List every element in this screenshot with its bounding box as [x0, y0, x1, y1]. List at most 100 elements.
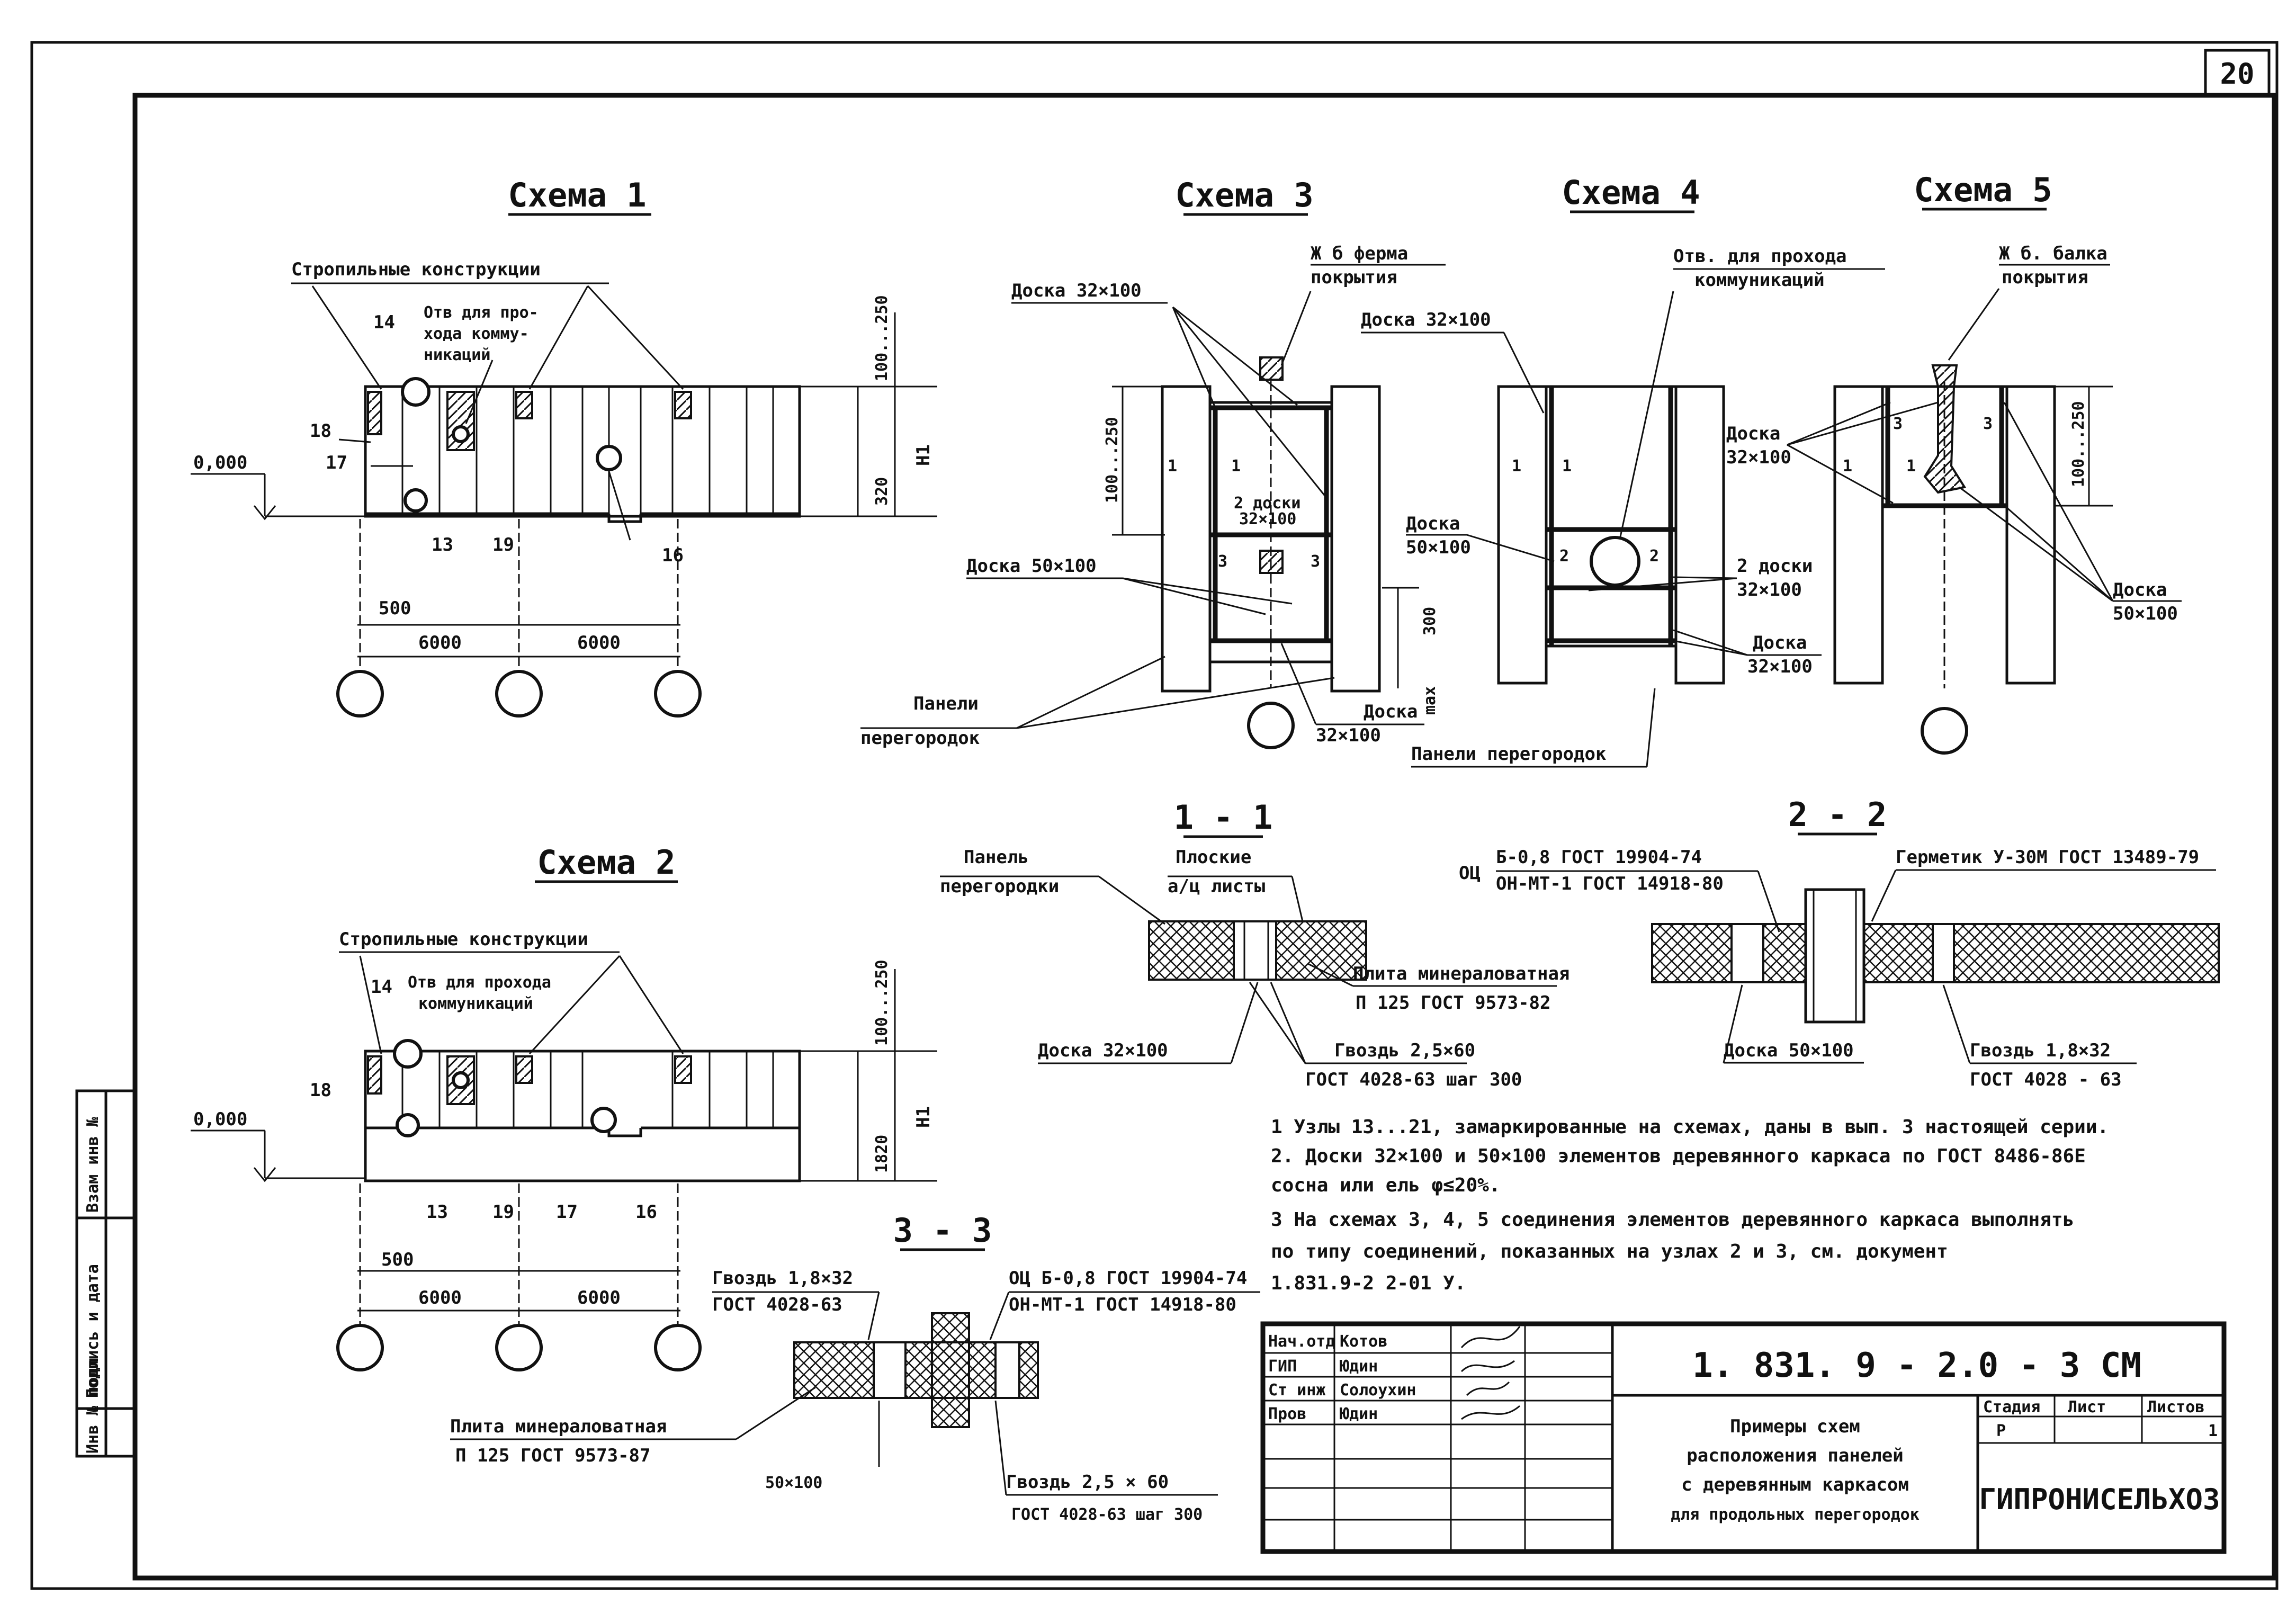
- signature-1: [1460, 1326, 1521, 1348]
- scheme-4-hole-1: Отв. для прохода: [1673, 246, 1847, 267]
- section-1-1-nail-2: ГОСТ 4028-63 шаг 300: [1305, 1069, 1522, 1090]
- scheme-2-node-14: 14: [371, 976, 392, 998]
- section-1-1-sheets-2: а/ц листы: [1168, 876, 1265, 897]
- signature-4: [1461, 1405, 1520, 1420]
- scheme-5-board-top-1: Доска: [1726, 423, 1780, 444]
- section-1-1-sheets-1: Плоские: [1176, 847, 1251, 868]
- stamp-replace: Взам инв №: [84, 1116, 102, 1213]
- scheme-4-board-mid-2: 32×100: [1737, 579, 1802, 600]
- section-1-1-panel-1: Панель: [964, 847, 1029, 868]
- tb-role-2: ГИП: [1268, 1357, 1297, 1376]
- scheme-1-node-14: 14: [373, 312, 395, 333]
- scheme-3-board-top: Доска 32×100: [1011, 280, 1142, 301]
- tb-name-3: Солоухин: [1340, 1381, 1416, 1400]
- axis-marker: [495, 1324, 543, 1371]
- scheme-1-dim-h: H1: [913, 444, 934, 466]
- scheme-2-roof-label: Стропильные конструкции: [339, 929, 588, 950]
- axis-marker: [654, 670, 702, 718]
- note-3: 3 На схемах 3, 4, 5 соединения элементов…: [1271, 1209, 2074, 1231]
- scheme-2-node-13: 13: [426, 1201, 448, 1223]
- scheme-5-board-bottom-1: Доска: [2113, 579, 2167, 600]
- scheme-3-board-bottom-2: 32×100: [1316, 725, 1381, 746]
- scheme-2: Схема 2 Стропильные конструкции Отв для …: [191, 843, 937, 1371]
- scheme-5-beam-2: покрытия: [2002, 267, 2088, 288]
- scheme-2-hole-label-2: коммуникаций: [418, 994, 533, 1013]
- axis-marker: [1247, 702, 1295, 749]
- scheme-3-board-mid-2: 32×100: [1239, 510, 1296, 528]
- stamp-inventory: Инв № подл: [84, 1358, 102, 1454]
- scheme-1-node-19: 19: [492, 534, 514, 555]
- notes: 1 Узлы 13...21, замаркированные на схема…: [1271, 1116, 2109, 1294]
- scheme-5-cut-1a: 1: [1843, 457, 1852, 476]
- scheme-1-roof-label: Стропильные конструкции: [291, 259, 541, 280]
- scheme-5-dim-top: 100...250: [2069, 401, 2088, 487]
- section-3-3-wool-1: Плита минераловатная: [450, 1416, 667, 1437]
- outer-frame: [30, 41, 2279, 1590]
- scheme-1-hole-label-3: никаций: [424, 346, 490, 364]
- scheme-3-cut-1a: 1: [1168, 457, 1177, 476]
- scheme-4-title: Схема 4: [1562, 173, 1700, 212]
- scheme-5-board-top-2: 32×100: [1726, 447, 1791, 468]
- tb-name-2: Юдин: [1340, 1357, 1378, 1376]
- scheme-4-panels: Панели перегородок: [1411, 743, 1606, 765]
- scheme-3-cut-1b: 1: [1231, 457, 1241, 476]
- tb-desc-1: Примеры схем: [1730, 1416, 1860, 1437]
- scheme-2-span-1: 6000: [418, 1287, 462, 1308]
- scheme-3-panels-1: Панели: [913, 693, 979, 714]
- section-2-2-title: 2 - 2: [1788, 795, 1887, 834]
- scheme-5-cut-1b: 1: [1906, 457, 1916, 476]
- scheme-1-span-2: 6000: [577, 632, 621, 653]
- scheme-3-dim-max: max: [1421, 686, 1439, 715]
- tb-head-stage: Стадия: [1983, 1398, 2040, 1416]
- scheme-2-node-18: 18: [310, 1080, 331, 1101]
- note-3-doc: 1.831.9-2 2-01 У.: [1271, 1272, 1466, 1294]
- note-3-cont: по типу соединений, показанных на узлах …: [1271, 1241, 1948, 1262]
- section-3-3-paint-2: ОН-МТ-1 ГОСТ 14918-80: [1009, 1294, 1236, 1315]
- section-1-1-wool-2: П 125 ГОСТ 9573-82: [1356, 992, 1550, 1014]
- scheme-5-beam-1: Ж б. балка: [1999, 243, 2107, 264]
- note-1: 1 Узлы 13...21, замаркированные на схема…: [1271, 1116, 2109, 1138]
- document-code: 1. 831. 9 - 2.0 - 3 СМ: [1692, 1346, 2141, 1385]
- axis-marker: [1921, 707, 1968, 755]
- section-1-1-panel-2: перегородки: [940, 876, 1059, 897]
- tb-desc-4: для продольных перегородок: [1671, 1505, 1920, 1524]
- scheme-5: Схема 5 Ж б. балка покрытия 3 1 1 3 Доск…: [1726, 171, 2182, 755]
- scheme-5-cut-3b: 3: [1983, 415, 1993, 433]
- section-2-2-paint-prefix: ОЦ: [1459, 863, 1481, 884]
- scheme-5-board-bottom-2: 50×100: [2113, 603, 2178, 624]
- section-3-3-nail-a-2: ГОСТ 4028-63: [712, 1294, 842, 1315]
- scheme-3-cut-3a: 3: [1218, 552, 1227, 571]
- scheme-1: Схема 1 Стропильные конструкции Отв для …: [191, 176, 937, 718]
- scheme-4-hole-2: коммуникаций: [1694, 270, 1825, 291]
- scheme-4-cut-1b: 1: [1562, 457, 1572, 476]
- scheme-2-node-19: 19: [492, 1201, 514, 1223]
- scheme-2-offset: 500: [381, 1249, 414, 1270]
- scheme-2-hole-label-1: Отв для прохода: [408, 973, 551, 992]
- scheme-1-title: Схема 1: [508, 176, 646, 214]
- scheme-4-board-side-1: Доска: [1406, 513, 1460, 534]
- section-3-3-title: 3 - 3: [893, 1211, 992, 1250]
- scheme-1-node-13: 13: [432, 534, 453, 555]
- tb-stage: Р: [1996, 1422, 2006, 1440]
- scheme-1-level: 0,000: [193, 452, 247, 473]
- section-1-1-wool-1: Плита минераловатная: [1353, 963, 1569, 984]
- scheme-4-board-top: Доска 32×100: [1361, 309, 1491, 330]
- scheme-1-offset: 500: [379, 598, 411, 619]
- side-stamp: Взам инв № Подпись и дата Инв № подл: [75, 1089, 137, 1458]
- scheme-1-node-16: 16: [662, 545, 684, 566]
- tb-role-1: Нач.отд: [1268, 1332, 1335, 1351]
- sheet-number-box: [2204, 49, 2271, 97]
- scheme-3-cut-3b: 3: [1311, 552, 1320, 571]
- axis-marker: [654, 1324, 702, 1371]
- section-3-3: 3 - 3 Гвоздь 1,8×32 ГОСТ 4028-63 ОЦ Б-0,…: [450, 1211, 1260, 1524]
- tb-head-sheet: Лист: [2068, 1398, 2106, 1416]
- scheme-2-title: Схема 2: [537, 843, 675, 882]
- scheme-4-cut-2b: 2: [1649, 547, 1659, 566]
- note-2-cont: сосна или ель φ≤20%.: [1271, 1174, 1500, 1196]
- scheme-3-board-side: Доска 50×100: [966, 555, 1097, 577]
- tb-desc-2: расположения панелей: [1687, 1445, 1903, 1466]
- axis-marker: [336, 1324, 384, 1371]
- scheme-3-panels-2: перегородок: [860, 728, 980, 749]
